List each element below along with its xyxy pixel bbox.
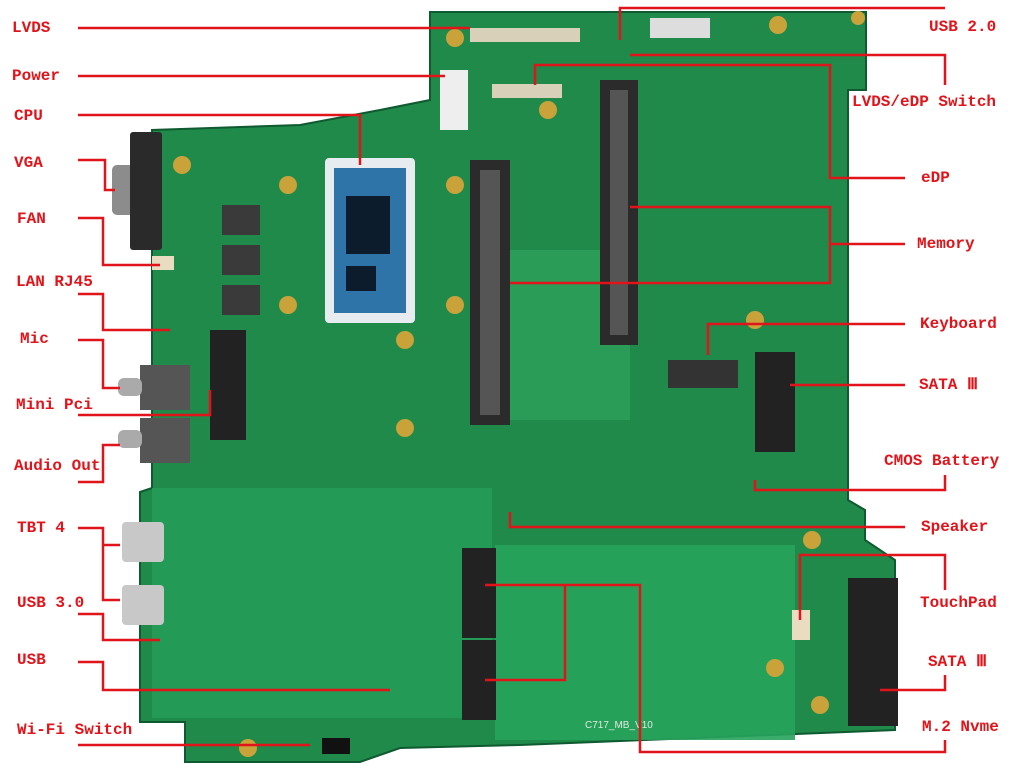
label-mic: Mic: [20, 330, 49, 348]
label-lvds: LVDS: [12, 19, 51, 37]
power-connector: [440, 70, 468, 130]
pcb-m2-area: [495, 545, 795, 740]
pcb-lower-left-section: [152, 488, 492, 718]
label-power: Power: [12, 67, 61, 85]
label-lan-rj45: LAN RJ45: [16, 273, 93, 291]
keyboard-connector: [668, 360, 738, 388]
touchpad-connector: [792, 610, 810, 640]
line-touchpad: [798, 553, 947, 620]
lvds-connector: [470, 28, 580, 42]
label-sata-top: SATA Ⅲ: [919, 376, 979, 394]
line-lvds-edp-switch: [630, 53, 947, 85]
line-tbt4: [78, 526, 120, 602]
label-edp: eDP: [921, 169, 950, 187]
sata-connector-bottom: [848, 578, 898, 726]
line-speaker: [508, 512, 905, 529]
label-audio-out: Audio Out: [14, 457, 101, 475]
usb2-connector: [650, 18, 710, 38]
label-touchpad: TouchPad: [920, 594, 997, 612]
line-vga: [78, 158, 115, 192]
label-cpu: CPU: [14, 107, 43, 125]
label-sata-bottom: SATA Ⅲ: [928, 653, 988, 671]
wifi-switch: [322, 738, 350, 754]
label-m2-nvme: M.2 Nvme: [922, 718, 999, 736]
line-usb20: [618, 6, 945, 40]
label-vga: VGA: [14, 154, 43, 172]
vga-connector: [112, 165, 134, 215]
line-sata-bottom: [880, 675, 947, 692]
sata-connector-top: [755, 352, 795, 452]
memory-slots: [470, 80, 638, 425]
label-memory: Memory: [917, 235, 975, 253]
line-edp: [533, 63, 905, 180]
line-usb: [78, 660, 390, 692]
label-usb20: USB 2.0: [929, 18, 997, 36]
audio-jacks: [118, 365, 190, 463]
line-keyboard: [706, 322, 905, 355]
label-speaker: Speaker: [921, 518, 989, 536]
line-audio-out: [78, 443, 120, 484]
leader-lines: [78, 6, 947, 754]
line-lan: [78, 292, 170, 332]
label-fan: FAN: [17, 210, 46, 228]
mounting-holes: [173, 11, 865, 757]
line-mic: [78, 338, 120, 390]
power-inductors: [222, 205, 260, 315]
label-usb: USB: [17, 651, 46, 669]
label-wifi-switch: Wi-Fi Switch: [17, 721, 133, 739]
line-fan: [78, 216, 160, 267]
mini-pci-slot: [210, 330, 246, 440]
line-cmos: [753, 475, 947, 492]
edp-connector: [492, 84, 562, 98]
label-mini-pci: Mini Pci: [16, 396, 93, 414]
line-usb30: [78, 612, 160, 642]
label-usb30: USB 3.0: [17, 594, 85, 612]
label-tbt4: TBT 4: [17, 519, 66, 537]
line-minipci: [78, 390, 212, 417]
m2-slots: [462, 548, 496, 720]
board-silkscreen: C717_MB_V10: [585, 720, 653, 731]
fan-connector: [152, 256, 174, 270]
label-lvds-edp-switch: LVDS/eDP Switch: [852, 93, 997, 111]
line-m2: [485, 583, 947, 754]
label-cmos-battery: CMOS Battery: [884, 452, 1000, 470]
line-cpu: [78, 113, 362, 165]
usb-c-ports: [122, 522, 164, 625]
label-keyboard: Keyboard: [920, 315, 997, 333]
